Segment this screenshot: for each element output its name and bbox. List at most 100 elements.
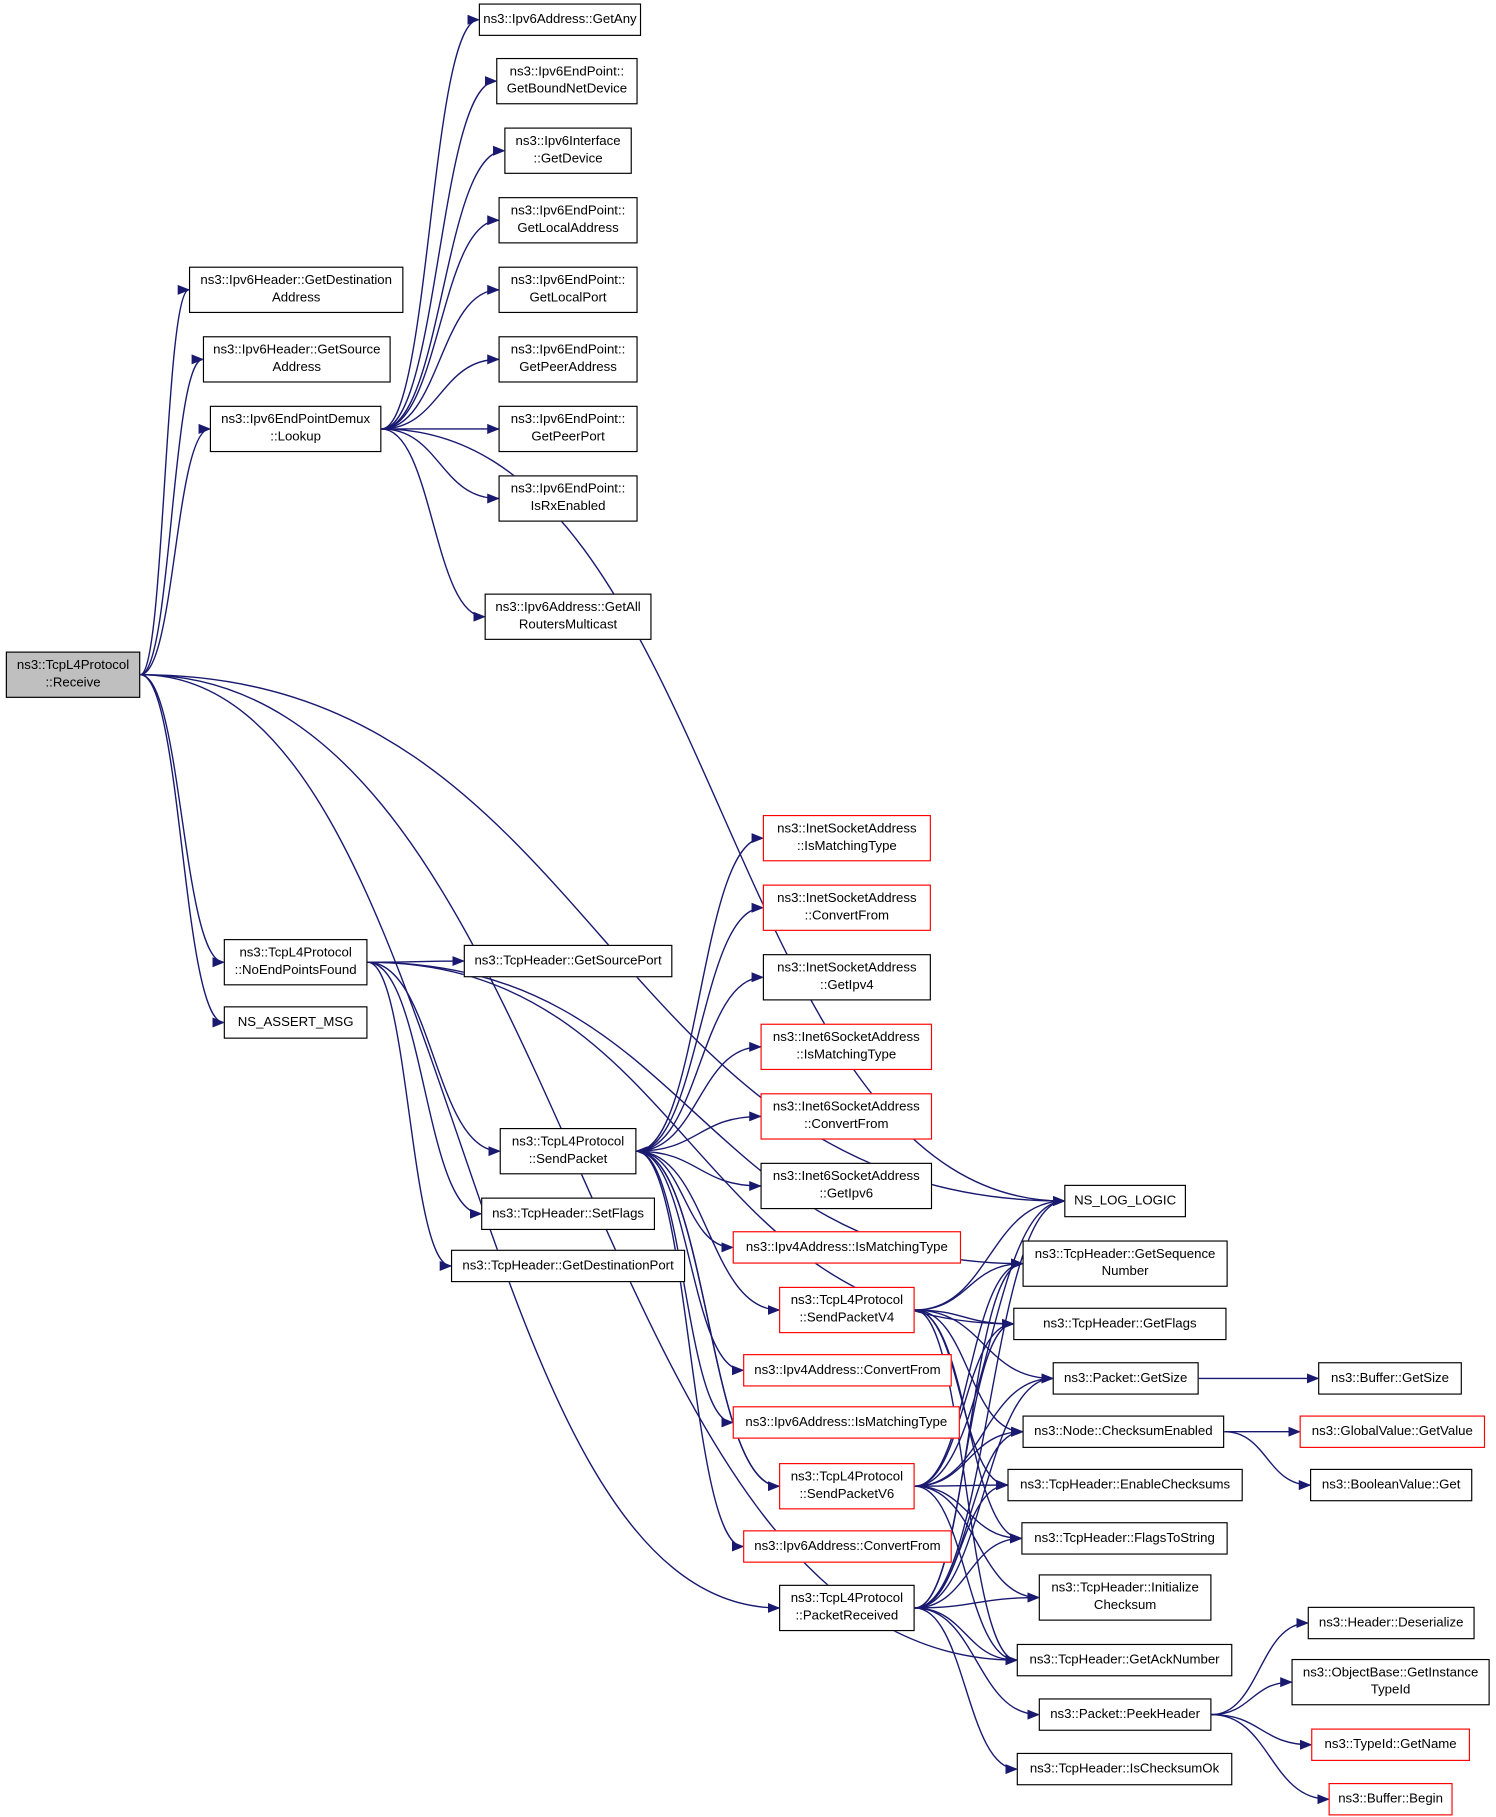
node-inetsocketaddress-getipv4[interactable]: ns3::InetSocketAddress::GetIpv4 [762, 954, 931, 1001]
edge-root-to-packetreceived [140, 674, 781, 1613]
node-tcpheader-getdestinationport[interactable]: ns3::TcpHeader::GetDestinationPort [450, 1249, 686, 1283]
edge-sendpacket-to-inetconvert [636, 902, 765, 1152]
node-tcpl4protocol-sendpacket[interactable]: ns3::TcpL4Protocol::SendPacket [499, 1127, 637, 1175]
node-node-checksumenabled[interactable]: ns3::Node::ChecksumEnabled [1022, 1415, 1225, 1448]
edge-noendpoints-to-setflags [367, 961, 483, 1219]
node-inet6socketaddress-getipv6[interactable]: ns3::Inet6SocketAddress::GetIpv6 [760, 1162, 933, 1210]
edge-packetreceived-to-enablechecksums [914, 1480, 1009, 1609]
edge-sendpacket-to-sendv4 [636, 1150, 781, 1315]
edge-sendpacket-to-ipv4convert [636, 1150, 745, 1376]
node-tcpheader-setflags[interactable]: ns3::TcpHeader::SetFlags [481, 1197, 656, 1231]
edge-sendpacket-to-ipv6convert [636, 1150, 745, 1552]
edge-sendv4-to-pktgetsize [914, 1309, 1054, 1384]
node-ipv6interface-getdevice[interactable]: ns3::Ipv6Interface::GetDevice [504, 127, 632, 174]
edge-sendpacket-to-inetismatch [636, 833, 765, 1152]
node-tcpheader-enablechecksums[interactable]: ns3::TcpHeader::EnableChecksums [1007, 1468, 1243, 1502]
node-tcpheader-ischecksumok[interactable]: ns3::TcpHeader::IsChecksumOk [1016, 1752, 1233, 1786]
node-ipv4address-convertfrom[interactable]: ns3::Ipv4Address::ConvertFrom [743, 1354, 952, 1387]
edge-lookup-to-ifacegetdevice [381, 145, 506, 430]
node-globalvalue-getvalue[interactable]: ns3::GlobalValue::GetValue [1299, 1415, 1486, 1448]
node-tcpheader-getacknumber[interactable]: ns3::TcpHeader::GetAckNumber [1016, 1643, 1233, 1677]
edge-lookup-to-getlocaladdress [381, 215, 500, 430]
edge-sendpacket-to-ipv6ismatch [636, 1150, 734, 1428]
node-ipv6address-convertfrom[interactable]: ns3::Ipv6Address::ConvertFrom [743, 1530, 952, 1563]
node-ipv6endpointdemux-lookup[interactable]: ns3::Ipv6EndPointDemux::Lookup [209, 405, 382, 453]
edge-root-to-noendpoints [140, 674, 225, 968]
node-inet6socketaddress-convertfrom[interactable]: ns3::Inet6SocketAddress::ConvertFrom [760, 1093, 933, 1140]
edge-packetreceived-to-nslog [914, 1196, 1066, 1609]
node-tcpheader-getsourceport[interactable]: ns3::TcpHeader::GetSourcePort [463, 944, 673, 978]
node-packet-peekheader[interactable]: ns3::Packet::PeekHeader [1038, 1698, 1212, 1731]
edge-sendv4-to-flagstostring [914, 1309, 1023, 1544]
edge-sendv4-to-checksumenabled [914, 1309, 1024, 1437]
node-tcpheader-getflags[interactable]: ns3::TcpHeader::GetFlags [1013, 1307, 1227, 1341]
edge-sendv6-to-getacknumber [914, 1485, 1018, 1666]
node-ns-assert-msg[interactable]: NS_ASSERT_MSG [223, 1006, 368, 1039]
edge-root-to-getdestaddr [139, 284, 191, 676]
node-tcpl4protocol-sendpacketv4[interactable]: ns3::TcpL4Protocol::SendPacketV4 [779, 1286, 915, 1334]
node-inetsocketaddress-convertfrom[interactable]: ns3::InetSocketAddress::ConvertFrom [762, 884, 931, 931]
edge-sendpacket-to-ipv4ismatch [636, 1150, 734, 1253]
edge-sendv6-to-initchecksum [914, 1485, 1040, 1603]
node-tcpl4protocol-receive: ns3::TcpL4Protocol::Receive [5, 651, 141, 698]
edge-root-to-getsrcaddr [140, 354, 205, 676]
node-booleanvalue-get[interactable]: ns3::BooleanValue::Get [1310, 1468, 1473, 1502]
node-ipv6endpoint-getpeeraddress[interactable]: ns3::Ipv6EndPoint::GetPeerAddress [498, 336, 638, 383]
edge-sendv6-to-getseq [914, 1258, 1024, 1487]
node-ipv6address-ismatchingtype[interactable]: ns3::Ipv6Address::IsMatchingType [732, 1406, 960, 1439]
edge-lookup-to-getany [381, 14, 481, 430]
node-ns-log-logic[interactable]: NS_LOG_LOGIC [1064, 1184, 1186, 1218]
edge-peekheader-to-typeidgetname [1211, 1713, 1313, 1750]
edge-sendv6-to-checksumenabled [914, 1426, 1024, 1487]
node-ipv6endpoint-getpeerport[interactable]: ns3::Ipv6EndPoint::GetPeerPort [498, 405, 638, 453]
edge-packetreceived-to-getflags [914, 1318, 1015, 1609]
edge-sendv4-to-getseq [914, 1258, 1024, 1311]
node-ipv4address-ismatchingtype[interactable]: ns3::Ipv4Address::IsMatchingType [732, 1231, 962, 1264]
edge-packetreceived-to-initchecksum [914, 1592, 1040, 1609]
edge-lookup-to-getallrouters [381, 428, 486, 622]
edge-checksumenabled-to-boolget [1224, 1431, 1312, 1491]
node-buffer-begin[interactable]: ns3::Buffer::Begin [1328, 1783, 1453, 1816]
edge-sendv6-to-nslog [914, 1196, 1066, 1487]
edge-sendv6-to-getflags [914, 1318, 1015, 1487]
edge-lookup-to-isrxenabled [381, 428, 500, 504]
node-ipv6endpoint-isrxenabled[interactable]: ns3::Ipv6EndPoint::IsRxEnabled [498, 475, 638, 522]
node-tcpheader-flagstostring[interactable]: ns3::TcpHeader::FlagsToString [1021, 1522, 1228, 1555]
edge-sendpacket-to-inet6ismatch [636, 1041, 762, 1152]
node-inetsocketaddress-ismatchingtype[interactable]: ns3::InetSocketAddress::IsMatchingType [762, 814, 931, 862]
edge-lookup-to-getlocalport [381, 284, 500, 430]
edge-peekheader-to-deserialize [1211, 1618, 1309, 1716]
node-tcpl4protocol-packetreceived[interactable]: ns3::TcpL4Protocol::PacketReceived [779, 1584, 915, 1632]
node-header-deserialize[interactable]: ns3::Header::Deserialize [1307, 1606, 1475, 1640]
node-ipv6endpoint-getboundnetdevice[interactable]: ns3::Ipv6EndPoint::GetBoundNetDevice [496, 57, 638, 105]
edge-lookup-to-getboundnetdevice [381, 76, 498, 430]
edge-sendpacket-to-inetgetipv4 [636, 972, 765, 1152]
edge-lookup-to-getpeeraddress [381, 354, 500, 430]
edge-peekheader-to-getinstancetypeid [1211, 1677, 1293, 1716]
node-ipv6endpoint-getlocalport[interactable]: ns3::Ipv6EndPoint::GetLocalPort [498, 266, 638, 314]
edge-sendpacket-to-inet6convert [636, 1111, 762, 1152]
edge-packetreceived-to-flagstostring [914, 1533, 1023, 1609]
node-tcpl4protocol-sendpacketv6[interactable]: ns3::TcpL4Protocol::SendPacketV6 [779, 1463, 915, 1510]
edge-peekheader-to-bufbegin [1211, 1713, 1330, 1805]
edge-root-to-lookup [140, 424, 212, 676]
node-packet-getsize[interactable]: ns3::Packet::GetSize [1052, 1362, 1199, 1395]
node-typeid-getname[interactable]: ns3::TypeId::GetName [1311, 1728, 1470, 1761]
node-ipv6endpoint-getlocaladdress[interactable]: ns3::Ipv6EndPoint::GetLocalAddress [498, 197, 638, 244]
node-tcpl4protocol-noendpointsfound[interactable]: ns3::TcpL4Protocol::NoEndPointsFound [223, 939, 368, 986]
node-buffer-getsize[interactable]: ns3::Buffer::GetSize [1318, 1362, 1462, 1395]
edge-packetreceived-to-peekheader [914, 1607, 1040, 1720]
node-ipv6address-getany[interactable]: ns3::Ipv6Address::GetAny [478, 3, 642, 36]
node-inet6socketaddress-ismatchingtype[interactable]: ns3::Inet6SocketAddress::IsMatchingType [760, 1023, 933, 1071]
edge-packetreceived-to-pktgetsize [914, 1373, 1054, 1609]
edge-noendpoints-to-sendpacket [367, 961, 501, 1157]
edge-root-to-nsassert [140, 674, 225, 1028]
edge-sendv6-to-sendpacket [635, 1146, 780, 1487]
